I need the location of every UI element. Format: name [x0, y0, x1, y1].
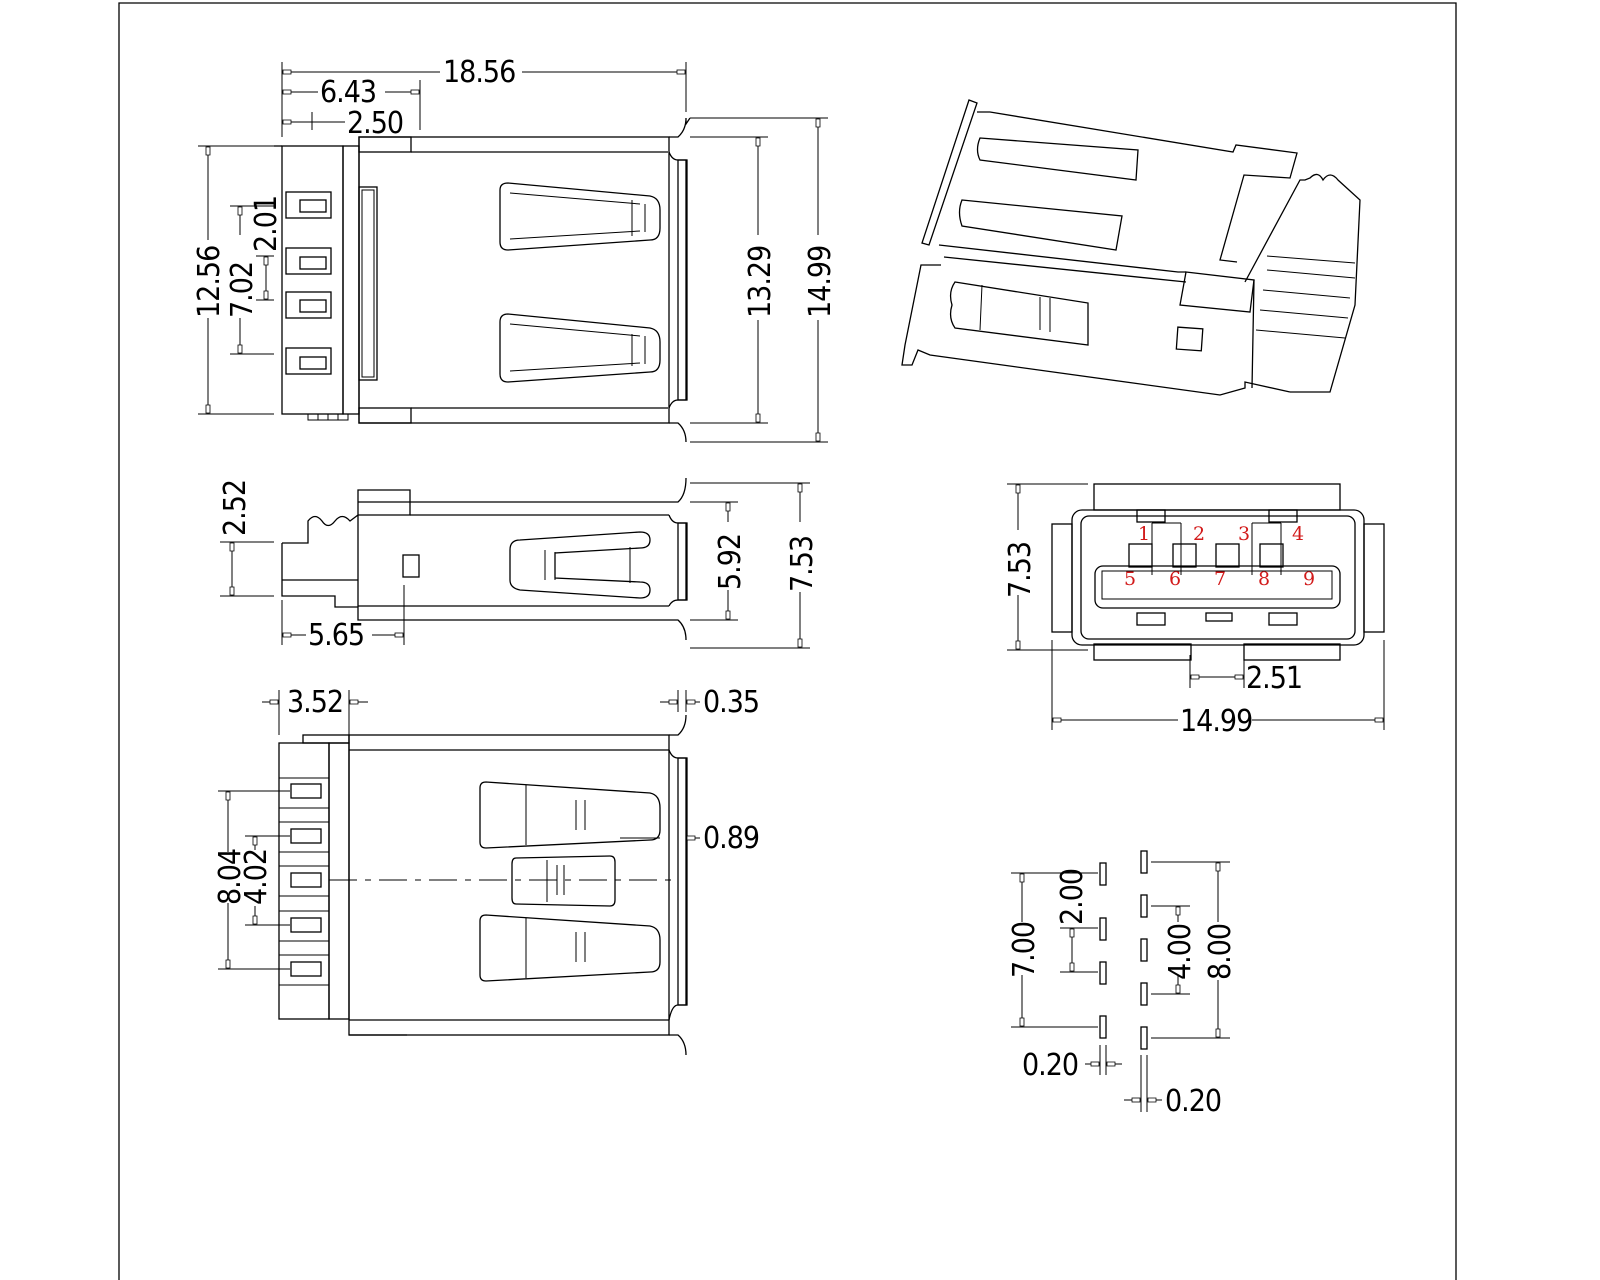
- dim-row-b-span: 8.00: [1203, 924, 1238, 980]
- dim-shell-width: 12.56: [192, 246, 227, 318]
- drawing-frame: [118, 2, 1457, 1280]
- dim-flange-height: 7.53: [785, 536, 820, 592]
- isometric-view: [901, 99, 1361, 396]
- top-view: 18.56 6.43 2.50 12.56 7.02 2.01 13.29 14…: [192, 55, 838, 443]
- pin-label-1: 1: [1138, 523, 1150, 545]
- dim-pad-width-a: 0.20: [1022, 1048, 1078, 1083]
- pin-label-7: 7: [1214, 568, 1226, 590]
- dim-inner-width: 13.29: [743, 246, 778, 318]
- dim-front-height: 7.53: [1003, 542, 1038, 598]
- pcb-layout: 7.00 2.00 4.00 8.00 0.20 0.20: [1007, 850, 1238, 1119]
- side-view: 2.52 5.65 5.92 7.53: [218, 477, 820, 653]
- pin-label-9: 9: [1303, 568, 1315, 590]
- bottom-view: 3.52 0.35 0.89 8.04 4.02: [213, 685, 760, 1056]
- dim-row-a-span: 7.00: [1007, 922, 1042, 978]
- pin-label-6: 6: [1169, 568, 1181, 590]
- dim-front-width: 14.99: [1180, 704, 1252, 739]
- dim-rear-length: 2.50: [347, 106, 403, 141]
- dim-pin-span-outer: 8.04: [213, 849, 248, 905]
- pin-label-5: 5: [1124, 568, 1136, 590]
- pin-label-2: 2: [1193, 523, 1205, 545]
- dim-pin-span-inner: 4.02: [239, 849, 274, 905]
- pin-label-8: 8: [1258, 568, 1270, 590]
- dim-row-b-inner: 4.00: [1163, 924, 1198, 980]
- dim-shell-height: 5.92: [713, 534, 748, 590]
- dim-overall-length: 18.56: [443, 55, 515, 90]
- dim-pad-width-b: 0.20: [1165, 1084, 1221, 1119]
- dim-body-length: 6.43: [320, 75, 376, 110]
- dim-center-offset: 2.51: [1246, 661, 1302, 696]
- pin-label-4: 4: [1292, 523, 1304, 545]
- dim-row-a-pitch: 2.00: [1055, 869, 1090, 925]
- dim-tail-height: 2.52: [218, 480, 253, 536]
- front-view: 1 2 3 4 5 6 7 8 9 7.53 2.51 14.99: [1003, 483, 1385, 739]
- dim-spring-offset: 0.89: [703, 821, 759, 856]
- dim-post-offset: 5.65: [308, 618, 364, 653]
- pin-label-3: 3: [1238, 523, 1250, 545]
- dim-pin-pitch: 2.01: [249, 196, 284, 252]
- dim-pin-span: 7.02: [225, 262, 260, 318]
- dim-flange-width: 14.99: [803, 246, 838, 318]
- dim-body-depth: 3.52: [287, 685, 343, 720]
- dim-flange-thickness: 0.35: [703, 685, 759, 720]
